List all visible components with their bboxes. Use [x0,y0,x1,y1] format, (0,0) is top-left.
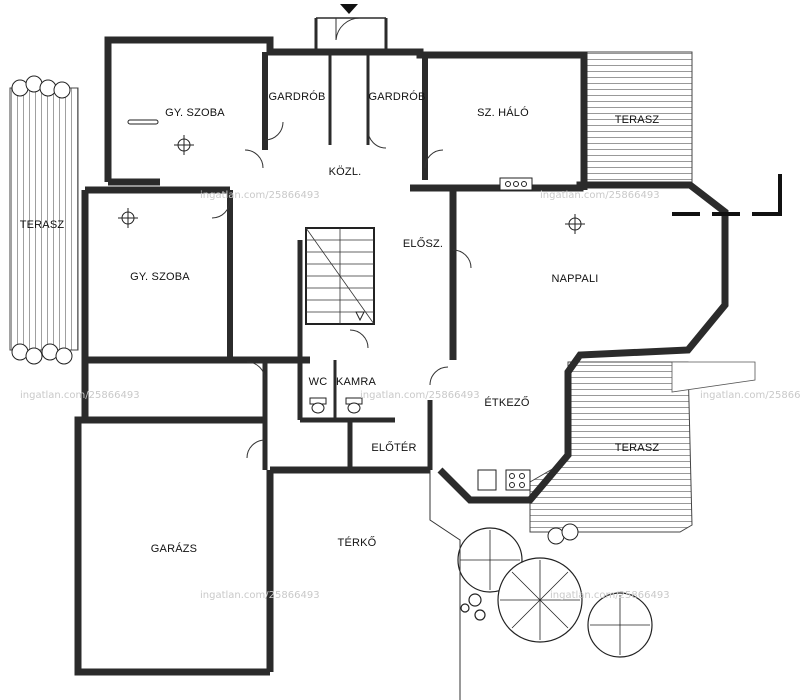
toilet-icon [309,397,363,414]
room-label-kamra: KAMRA [335,376,377,388]
room-label-gardrob-2: GARDRÓB [368,91,426,103]
room-label-etkezo: ÉTKEZŐ [484,397,530,409]
terrace-west [9,87,79,351]
room-label-terko: TÉRKŐ [337,537,377,549]
watermark: ingatlan.com/25866493 [360,390,480,401]
watermark: ingatlan.com/25866493 [540,190,660,201]
section-marker [672,174,782,216]
ceiling-light-icon [118,135,585,234]
watermark: ingatlan.com/25866493 [20,390,140,401]
staircase [305,227,375,325]
tree-icon [457,527,653,658]
room-label-elosz: ELŐSZ. [402,238,444,250]
watermark: ingatlan.com/25866493 [200,190,320,201]
room-label-gy-szoba-1: GY. SZOBA [165,107,225,119]
stair-arrow-icon [355,311,365,322]
paving-edge [429,470,461,700]
room-label-terasz-se: TERASZ [614,442,660,454]
terrace-northeast [583,51,693,189]
room-label-terasz-w: TERASZ [19,219,65,231]
watermark: ingatlan.com/25866493 [700,390,800,401]
room-label-nappali: NAPPALI [551,273,599,285]
radiator-icon [127,119,159,125]
room-label-eloter: ELŐTÉR [371,442,417,454]
shrub-icon [11,75,579,545]
room-label-wc: WC [308,376,328,388]
watermark: ingatlan.com/25866493 [200,590,320,601]
sink-icon [477,469,497,491]
room-label-kozl: KÖZL. [328,166,362,178]
watermark: ingatlan.com/25866493 [550,590,670,601]
room-label-gardrob-1: GARDRÓB [268,91,326,103]
room-label-gy-szoba-2: GY. SZOBA [130,271,190,283]
room-label-garazs: GARÁZS [150,543,198,555]
room-label-sz-halo: SZ. HÁLÓ [477,107,529,119]
room-label-terasz-ne: TERASZ [614,114,660,126]
doors [211,17,472,459]
stove-icon [499,177,533,491]
entrance-arrow-icon [340,4,358,14]
